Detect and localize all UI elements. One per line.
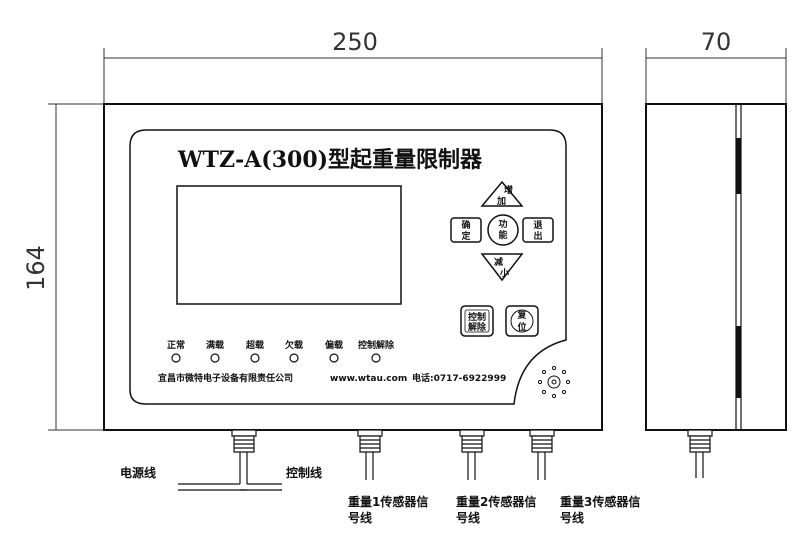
exit-button[interactable]: 退 出	[522, 217, 554, 243]
sensor1-cable-label-line2: 号线	[348, 510, 372, 525]
side-view	[645, 103, 787, 478]
indicator-led	[210, 353, 220, 363]
down-button[interactable]: 减 小	[480, 253, 524, 282]
dimension-lines	[48, 48, 787, 431]
indicator-led	[250, 353, 260, 363]
cable-gland	[529, 429, 555, 453]
indicator-label: 超载	[245, 339, 264, 351]
svg-text:能: 能	[498, 229, 507, 241]
confirm-button[interactable]: 确 定	[450, 217, 482, 243]
indicator-led	[371, 353, 381, 363]
reset-button[interactable]: 复 位	[505, 305, 539, 337]
cables-front	[178, 452, 546, 491]
cable-gland	[687, 429, 713, 453]
svg-text:复: 复	[516, 309, 527, 321]
panel-title: WTZ-A(300)型起重量限制器	[177, 147, 483, 173]
control-release-button[interactable]: 控制 解除	[460, 305, 494, 337]
svg-text:定: 定	[460, 230, 471, 242]
control-cable-label: 控制线	[286, 465, 322, 480]
width-dimension: 250	[332, 28, 378, 56]
hinge-bottom	[736, 326, 741, 398]
sensor3-cable-label: 重量3传感器信	[560, 494, 640, 509]
sensor1-cable-label: 重量1传感器信	[348, 494, 428, 509]
down-button-label-bottom: 小	[499, 267, 509, 279]
depth-dimension: 70	[701, 28, 732, 56]
svg-text:确: 确	[461, 219, 470, 231]
cable-glands-front	[231, 429, 555, 453]
svg-text:控制: 控制	[468, 311, 486, 323]
sensor3-cable-label-line2: 号线	[560, 510, 584, 525]
svg-text:退: 退	[533, 220, 542, 231]
indicator-led	[329, 353, 339, 363]
hinge-top	[736, 138, 741, 194]
cable-gland	[231, 429, 257, 453]
indicator-row: 正常 满载 超载 欠载 偏载 控制解除	[167, 339, 395, 363]
sensor2-cable-label-line2: 号线	[456, 510, 480, 525]
up-button-label-top: 增	[504, 184, 513, 196]
indicator-led	[171, 353, 181, 363]
website: www.wtau.com	[330, 374, 407, 384]
cable-gland	[357, 429, 383, 453]
indicator-label: 偏载	[325, 339, 343, 351]
indicator-label: 欠载	[285, 339, 303, 351]
svg-text:出: 出	[533, 230, 542, 242]
indicator-label: 控制解除	[358, 339, 395, 351]
cable-gland	[459, 429, 485, 453]
up-button-label-bottom: 加	[496, 195, 506, 207]
power-cable-label: 电源线	[120, 465, 156, 480]
svg-text:解除: 解除	[468, 321, 487, 333]
company-name: 宜昌市微特电子设备有限责任公司	[158, 372, 293, 384]
phone: 电话:0717-6922999	[412, 372, 506, 384]
up-button[interactable]: 增 加	[480, 180, 524, 207]
lcd-screen	[176, 185, 402, 305]
down-button-label-top: 减	[494, 256, 503, 268]
svg-text:位: 位	[517, 321, 526, 333]
height-dimension: 164	[22, 245, 50, 291]
buzzer-icon	[537, 365, 571, 399]
indicator-label: 满载	[206, 339, 224, 351]
indicator-led	[289, 353, 299, 363]
svg-text:功: 功	[498, 218, 507, 230]
function-button[interactable]: 功 能	[487, 214, 519, 246]
indicator-label: 正常	[167, 339, 185, 351]
sensor2-cable-label: 重量2传感器信	[456, 494, 536, 509]
